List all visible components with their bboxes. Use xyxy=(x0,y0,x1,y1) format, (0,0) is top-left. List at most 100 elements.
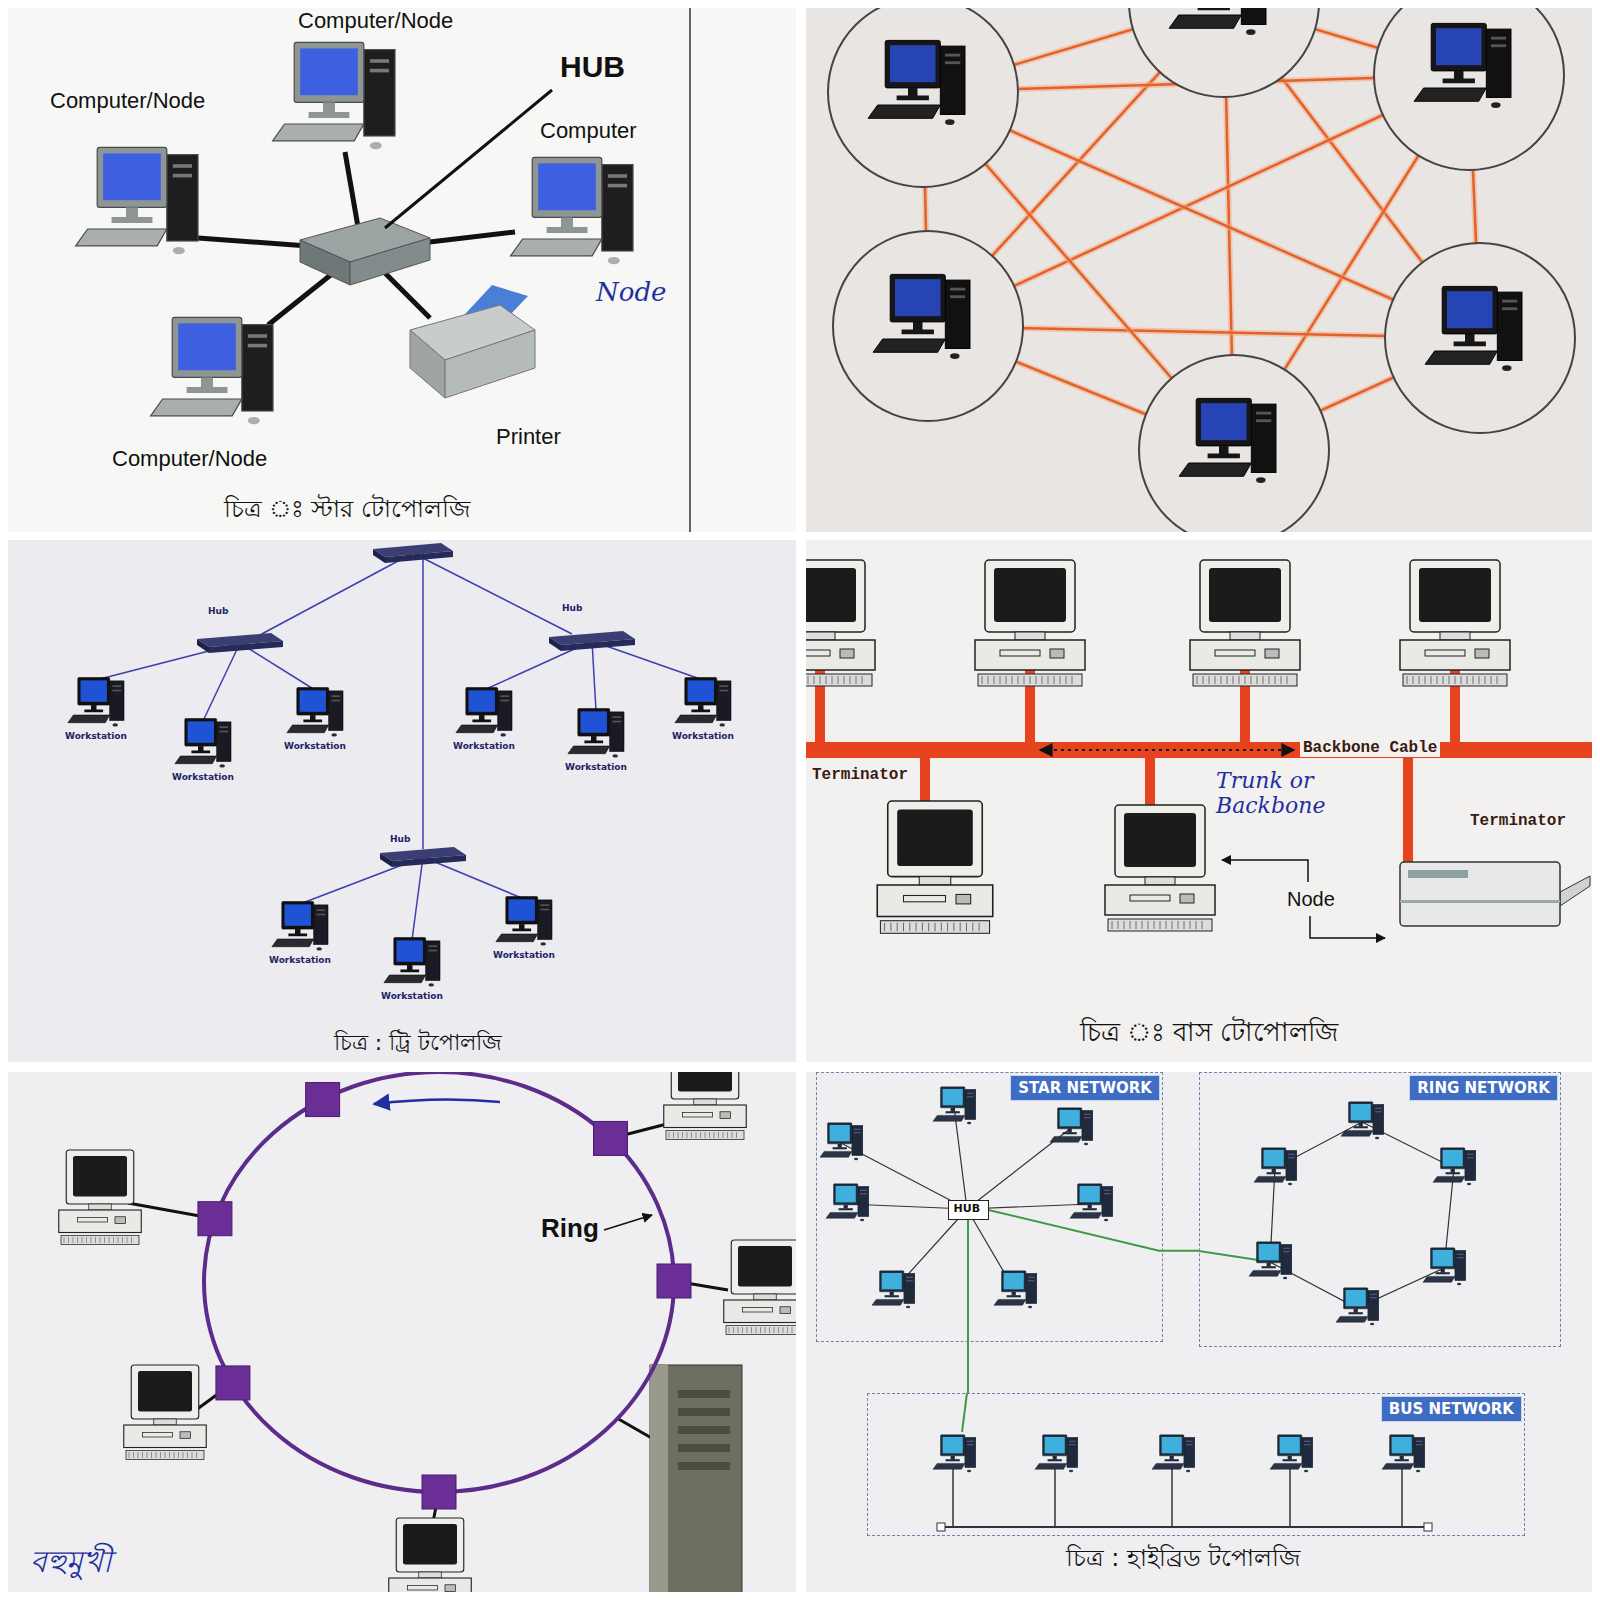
network-link xyxy=(967,1220,969,1393)
panel-ground xyxy=(806,540,1592,1062)
crt-computer-icon-part xyxy=(95,1237,96,1243)
computer-icon-part xyxy=(946,1459,960,1461)
computer-icon-part xyxy=(717,681,731,721)
crt-computer-icon-part xyxy=(850,676,851,684)
photo-panel xyxy=(806,8,1592,532)
computer-icon-part xyxy=(173,164,192,168)
computer-icon-part xyxy=(1302,1437,1313,1467)
computer-icon-part xyxy=(994,1299,1026,1305)
crt-computer-icon-part xyxy=(86,1237,87,1243)
crt-computer-icon-part xyxy=(78,1218,108,1223)
crt-computer-icon-part xyxy=(1419,568,1491,622)
crt-computer-icon-part xyxy=(808,676,809,684)
computer-icon-part xyxy=(370,142,382,149)
crt-computer-icon-part xyxy=(1269,676,1270,684)
crt-computer-icon-part xyxy=(1042,676,1043,684)
computer-icon-part xyxy=(172,317,242,377)
computer-icon xyxy=(68,678,124,727)
workstation-label: Workstation xyxy=(284,741,346,751)
computer-icon-part xyxy=(1390,1435,1414,1456)
crt-computer-icon-part xyxy=(960,923,961,931)
computer-icon-part xyxy=(1104,1193,1111,1194)
computer-icon-part xyxy=(685,678,717,706)
crt-computer-icon-part xyxy=(988,676,989,684)
crt-computer-icon-part xyxy=(1425,650,1465,656)
computer-icon-part xyxy=(1045,1437,1065,1453)
computer-icon-part xyxy=(1286,1150,1297,1180)
computer-icon-part xyxy=(1368,1290,1379,1320)
computer-icon-part xyxy=(173,247,185,254)
computer-icon-part xyxy=(479,715,485,720)
photo-panel xyxy=(8,540,796,1062)
computer-icon-part xyxy=(287,725,329,733)
ring-connector xyxy=(216,1366,250,1400)
computer-icon xyxy=(1152,1435,1195,1472)
hub-device-part xyxy=(392,855,466,867)
hub-device-part xyxy=(380,853,392,867)
computer-icon-part xyxy=(91,705,97,710)
computer-icon-part xyxy=(854,1132,861,1133)
computer-icon-part xyxy=(1198,8,1230,10)
computer-icon-part xyxy=(1028,1280,1035,1281)
handwritten-note: বহুমুখী xyxy=(30,1545,112,1580)
photo-panel xyxy=(806,540,1592,1062)
crt-computer-icon-part xyxy=(774,1327,775,1333)
computer-icon-part xyxy=(1288,1456,1292,1460)
computer-icon xyxy=(1382,1435,1425,1472)
computer-icon-part xyxy=(397,940,423,961)
crt-computer-icon-part xyxy=(754,1294,777,1300)
computer-icon-part xyxy=(967,1444,974,1445)
computer-icon xyxy=(933,1435,976,1472)
crt-computer-icon-part xyxy=(183,1452,184,1458)
crt-computer-icon-part xyxy=(840,649,854,658)
crt-computer-icon-part xyxy=(138,1371,192,1412)
computer-icon-part xyxy=(1375,1111,1382,1112)
crt-computer-icon-part xyxy=(953,923,954,931)
panel-ground xyxy=(8,8,796,532)
wire-line xyxy=(203,643,240,721)
crt-computer-icon-part xyxy=(978,674,1082,686)
computer-icon-part xyxy=(428,950,437,952)
node-circle xyxy=(1385,243,1575,433)
crt-computer-icon-part xyxy=(723,1132,724,1138)
crt-computer-icon-part xyxy=(736,1132,737,1138)
crt-computer-icon-part xyxy=(778,1327,779,1333)
crt-computer-icon-part xyxy=(994,568,1066,622)
crt-computer-icon-part xyxy=(966,923,967,931)
crt-computer-icon-part xyxy=(666,1131,744,1140)
crt-computer-icon-part xyxy=(783,1327,784,1333)
computer-icon-part xyxy=(1351,1104,1371,1120)
computer-icon xyxy=(384,938,440,987)
computer-icon-part xyxy=(78,678,110,706)
computer-icon-part xyxy=(1354,1309,1358,1313)
computer-icon-part xyxy=(946,1111,960,1113)
computer-icon-part xyxy=(506,897,538,925)
hub-label: Hub xyxy=(562,603,582,613)
crt-computer-icon-part xyxy=(1221,676,1222,684)
crt-computer-icon-part xyxy=(131,1237,132,1243)
crt-computer-icon-part xyxy=(814,676,815,684)
hub-label: HUB xyxy=(560,50,625,85)
computer-icon-part xyxy=(1068,1129,1072,1133)
computer-icon-part xyxy=(940,46,965,114)
crt-computer-icon-part xyxy=(1443,676,1444,684)
terminator-label: Terminator xyxy=(812,766,908,784)
computer-icon-part xyxy=(1083,1208,1097,1210)
crt-computer-icon-part xyxy=(1440,632,1470,640)
computer-icon-part xyxy=(1442,286,1497,334)
computer-icon-part xyxy=(610,712,624,752)
computer-icon-part xyxy=(201,377,213,388)
crt-computer-icon-part xyxy=(1105,885,1215,915)
crt-computer-icon-part xyxy=(61,1236,139,1245)
crt-computer-icon-part xyxy=(1060,676,1061,684)
computer-icon-part xyxy=(103,153,161,200)
crt-computer-icon-part xyxy=(1202,921,1203,929)
computer-icon-part xyxy=(331,700,340,702)
computer-icon-part xyxy=(965,1437,976,1467)
workstation-label: Workstation xyxy=(493,950,555,960)
computer-icon-part xyxy=(1048,1459,1062,1461)
computer-icon xyxy=(820,1123,863,1160)
computer-icon-part xyxy=(219,726,228,728)
computer-icon-part xyxy=(561,217,573,228)
crt-computer-icon-part xyxy=(742,1327,743,1333)
